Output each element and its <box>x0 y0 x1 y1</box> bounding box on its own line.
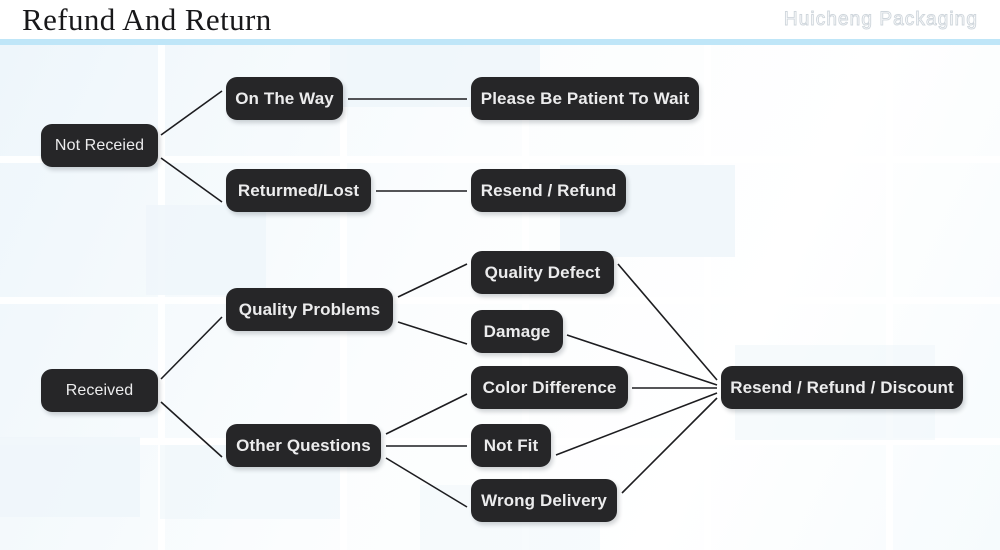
node-resend-refund-disc[interactable]: Resend / Refund / Discount <box>721 366 963 409</box>
header-divider <box>0 39 1000 45</box>
node-label: Damage <box>483 321 551 341</box>
node-not-received[interactable]: Not Receied <box>41 124 158 167</box>
node-label: Wrong Delivery <box>481 490 607 510</box>
connector-damage-to-resend-refund-disc <box>566 334 718 386</box>
connector-quality-problems-to-quality-defect <box>397 263 468 298</box>
slide-header: Refund And Return Huicheng Packaging <box>0 0 1000 45</box>
node-label: Quality Defect <box>484 262 601 282</box>
connector-not-received-to-on-the-way <box>160 90 223 136</box>
connector-quality-defect-to-resend-refund-disc <box>617 263 718 381</box>
node-on-the-way[interactable]: On The Way <box>226 77 343 120</box>
brand-watermark: Huicheng Packaging <box>783 9 978 31</box>
connector-received-to-quality-problems <box>160 316 223 380</box>
node-label: Resend / Refund / Discount <box>730 377 954 397</box>
connector-lines <box>160 90 718 508</box>
node-label: Please Be Patient To Wait <box>480 88 690 108</box>
node-resend-refund[interactable]: Resend / Refund <box>471 169 626 212</box>
connector-other-questions-to-color-difference <box>385 393 468 435</box>
node-other-questions[interactable]: Other Questions <box>226 424 381 467</box>
node-label: Not Receied <box>54 136 145 154</box>
node-label: Returmed/Lost <box>237 180 360 200</box>
node-not-fit[interactable]: Not Fit <box>471 424 551 467</box>
page-title: Refund And Return <box>22 2 272 37</box>
connector-not-fit-to-resend-refund-disc <box>555 392 718 456</box>
node-quality-problems[interactable]: Quality Problems <box>226 288 393 331</box>
node-label: Not Fit <box>483 435 539 455</box>
node-label: Resend / Refund <box>480 180 617 200</box>
connector-received-to-other-questions <box>160 401 223 458</box>
node-returned-lost[interactable]: Returmed/Lost <box>226 169 371 212</box>
node-be-patient[interactable]: Please Be Patient To Wait <box>471 77 699 120</box>
node-label: Other Questions <box>236 435 371 455</box>
node-color-difference[interactable]: Color Difference <box>471 366 628 409</box>
node-damage[interactable]: Damage <box>471 310 563 353</box>
connector-quality-problems-to-damage <box>397 321 468 345</box>
connector-not-received-to-returned-lost <box>160 157 223 203</box>
node-label: Received <box>65 381 134 399</box>
node-wrong-delivery[interactable]: Wrong Delivery <box>471 479 617 522</box>
node-label: Quality Problems <box>238 299 381 319</box>
connector-other-questions-to-wrong-delivery <box>385 457 468 508</box>
node-label: Color Difference <box>482 377 617 397</box>
node-label: On The Way <box>235 88 334 108</box>
node-received[interactable]: Received <box>41 369 158 412</box>
connector-wrong-delivery-to-resend-refund-disc <box>621 397 718 494</box>
node-quality-defect[interactable]: Quality Defect <box>471 251 614 294</box>
